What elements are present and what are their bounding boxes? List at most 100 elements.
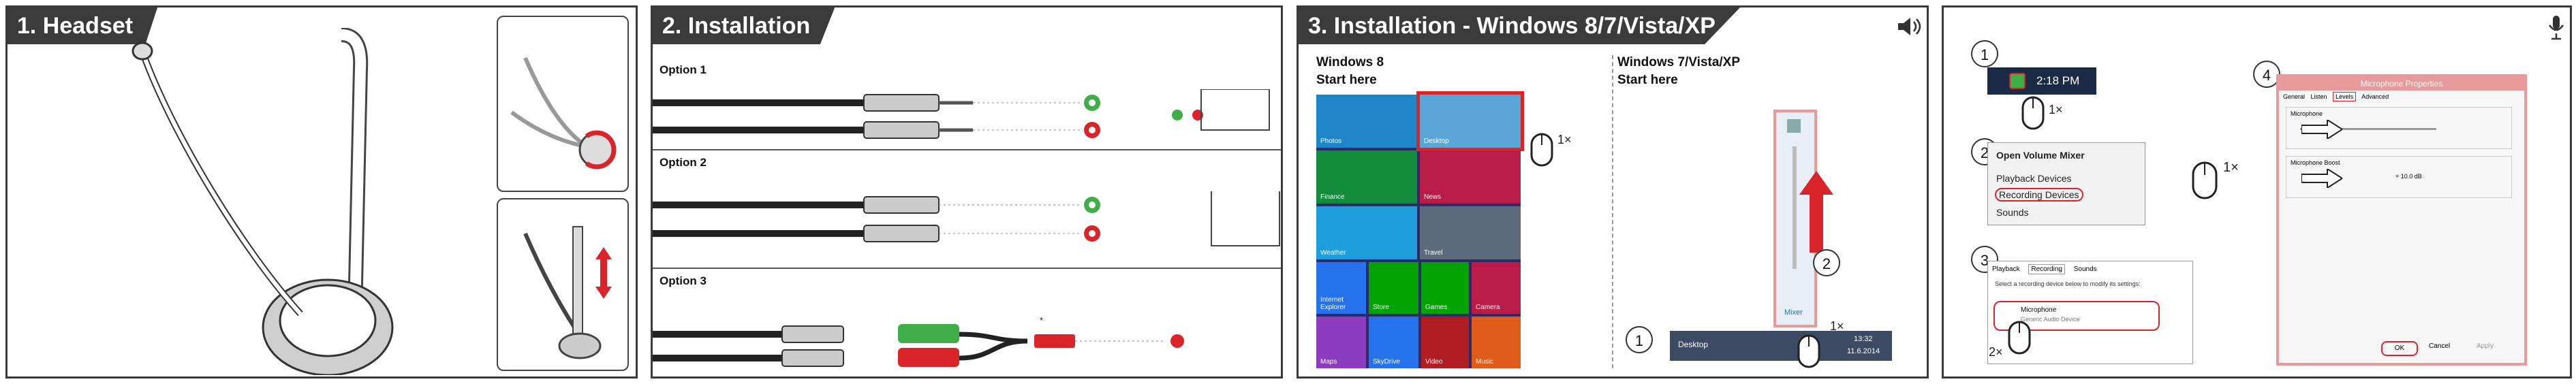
dialog-title: Microphone Properties <box>2279 77 2524 91</box>
tile-label: Desktop <box>1424 138 1449 145</box>
tile-label: Photos <box>1320 138 1342 145</box>
tab-general[interactable]: General <box>2283 93 2306 100</box>
up-arrow-icon <box>1799 171 1833 253</box>
slide-headband-illustration <box>523 226 612 359</box>
tab-levels[interactable]: Levels <box>2333 92 2357 101</box>
tray-volume-icon[interactable] <box>2009 73 2026 89</box>
tile-label: Maps <box>1320 358 1337 366</box>
speaker-icon-small <box>1787 119 1801 133</box>
tile-label: Weather <box>1320 249 1346 257</box>
click-count-label: 1× <box>1830 319 1844 333</box>
right-arrow-icon <box>2301 120 2342 139</box>
mixer-link[interactable]: Mixer <box>1784 308 1803 317</box>
option-2-cables <box>653 191 1280 246</box>
click-count-label: 1× <box>2223 160 2239 175</box>
panel-title: 3. Installation - Windows 8/7/Vista/XP <box>1299 7 1740 44</box>
boost-group: Microphone Boost + 10.0 dB <box>2286 156 2512 198</box>
tile-internet-explorer[interactable]: Internet Explorer <box>1316 262 1366 314</box>
tile-label: Travel <box>1424 249 1443 257</box>
tile-maps[interactable]: Maps <box>1316 317 1366 368</box>
win7-taskbar: Desktop 13:32 11.6.2014 <box>1670 331 1892 361</box>
mouse-click-icon <box>1530 133 1553 167</box>
clock-time: 13:32 <box>1854 335 1873 343</box>
tile-weather[interactable]: Weather <box>1316 206 1417 259</box>
mouse-click-icon <box>2021 96 2045 130</box>
tile-music[interactable]: Music <box>1472 317 1521 368</box>
option-3-cables <box>653 324 1184 367</box>
panel-title: 2. Installation <box>653 7 835 44</box>
menu-item-sounds[interactable]: Sounds <box>1996 207 2029 218</box>
boost-value: + 10.0 dB <box>2395 173 2422 180</box>
win7-heading-text: Windows 7/Vista/XP Start here <box>1617 55 1741 87</box>
tab-advanced[interactable]: Advanced <box>2361 93 2389 100</box>
tray-screenshot: 2:18 PM <box>1987 67 2096 95</box>
divider <box>653 268 1281 269</box>
speaker-icon <box>1898 18 1921 35</box>
apply-button[interactable]: Apply <box>2477 342 2494 350</box>
microphone-icon <box>2548 16 2564 40</box>
volume-track[interactable] <box>1793 146 1797 269</box>
tile-video[interactable]: Video <box>1421 317 1469 368</box>
level-slider[interactable] <box>2300 128 2436 130</box>
panel-installation: 2. Installation Option 1 Option 2 Option… <box>651 5 1283 379</box>
sound-instruction: Select a recording device below to modif… <box>1995 280 2141 287</box>
tile-photos[interactable]: Photos <box>1316 95 1417 148</box>
headset-illustration <box>131 28 394 375</box>
rotate-mic-illustration <box>510 57 617 170</box>
recording-device-row[interactable]: Microphone Generic Audio Device <box>1993 301 2160 331</box>
tile-label: Internet Explorer <box>1320 296 1346 311</box>
boost-label: Microphone Boost <box>2291 159 2340 166</box>
tab-listen[interactable]: Listen <box>2310 93 2327 100</box>
tab-playback[interactable]: Playback <box>1992 266 2020 273</box>
step-badge: 1 <box>1626 326 1653 353</box>
tile-label: News <box>1424 193 1442 201</box>
tile-desktop[interactable]: Desktop <box>1416 91 1524 151</box>
cancel-button[interactable]: Cancel <box>2429 342 2451 350</box>
star-marker: * <box>1040 315 1044 325</box>
option-1-cables <box>653 89 1270 139</box>
tab-sounds[interactable]: Sounds <box>2073 266 2097 273</box>
win7-heading: Windows 7/Vista/XP Start here <box>1617 54 1740 89</box>
tile-skydrive[interactable]: SkyDrive <box>1369 317 1418 368</box>
menu-item-playback-devices[interactable]: Playback Devices <box>1996 173 2072 184</box>
device-desc: Generic Audio Device <box>2021 316 2080 323</box>
tile-label: Games <box>1425 304 1448 311</box>
tile-label: Camera <box>1476 304 1500 311</box>
menu-item-recording-devices[interactable]: Recording Devices <box>1995 188 2083 202</box>
panel-windows-recording: 1 2:18 PM 1× 2 Open Volume Mixer Playbac… <box>1942 5 2572 379</box>
clock-date: 11.6.2014 <box>1847 347 1880 355</box>
step-badge: 2 <box>1813 249 1840 276</box>
tile-camera[interactable]: Camera <box>1472 262 1521 314</box>
context-menu: Open Volume Mixer Playback Devices Recor… <box>1987 142 2145 225</box>
option-2-label: Option 2 <box>659 156 707 169</box>
tile-games[interactable]: Games <box>1421 262 1469 314</box>
panel-windows: 3. Installation - Windows 8/7/Vista/XP W… <box>1297 5 1929 379</box>
level-label: Microphone <box>2291 110 2323 117</box>
tile-finance[interactable]: Finance <box>1316 150 1417 204</box>
taskbar-label: Desktop <box>1678 340 1709 349</box>
tile-store[interactable]: Store <box>1369 262 1418 314</box>
vertical-divider <box>1612 55 1613 368</box>
tile-news[interactable]: News <box>1420 150 1521 204</box>
tile-travel[interactable]: Travel <box>1420 206 1521 259</box>
panel-title: 1. Headset <box>7 7 158 44</box>
tile-label: Video <box>1425 358 1443 366</box>
tile-label: Music <box>1476 358 1494 366</box>
level-group: Microphone <box>2286 107 2512 149</box>
tab-recording[interactable]: Recording <box>2028 264 2065 274</box>
win8-heading-text: Windows 8 Start here <box>1316 55 1384 87</box>
mouse-click-icon <box>1797 334 1820 368</box>
ok-button[interactable]: OK <box>2381 341 2418 356</box>
click-count-label: 1× <box>2049 103 2063 116</box>
option-3-label: Option 3 <box>659 274 707 287</box>
tile-label: SkyDrive <box>1373 358 1401 366</box>
tile-label: Finance <box>1320 193 1345 201</box>
mouse-click-icon <box>2008 321 2031 355</box>
option-1-label: Option 1 <box>659 63 707 76</box>
step-badge: 4 <box>2253 61 2280 88</box>
win8-heading: Windows 8 Start here <box>1316 54 1384 89</box>
click-count-label: 1× <box>1557 133 1572 146</box>
mic-properties-dialog: Microphone Properties General Listen Lev… <box>2276 74 2527 366</box>
tile-label: Store <box>1373 304 1389 311</box>
menu-item-open-volume-mixer[interactable]: Open Volume Mixer <box>1996 150 2085 161</box>
